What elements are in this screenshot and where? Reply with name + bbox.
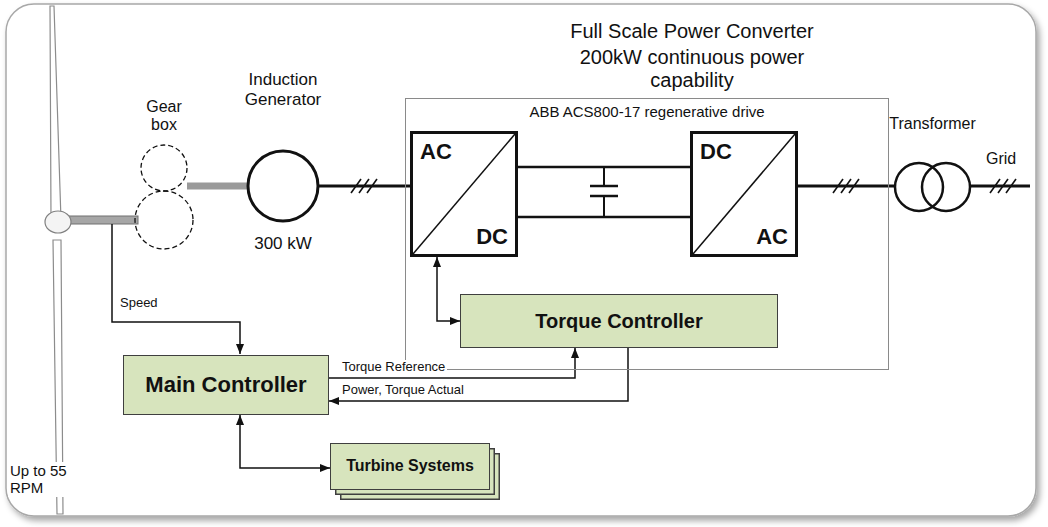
node-label: Turbine Systems (346, 457, 474, 475)
gear-outline (132, 143, 196, 251)
drive-enclosure: ABB ACS800-17 regenerative driveACDCDCAC… (405, 98, 889, 370)
controller-box: Torque Controller (460, 294, 778, 348)
capacitor-wire (603, 196, 605, 217)
dc-link (518, 167, 690, 217)
converter-diagonal (693, 134, 795, 254)
node-label: ABB ACS800-17 regenerative drive (406, 103, 888, 120)
node-sublabel: AC (756, 224, 788, 249)
control-arrow (437, 257, 460, 321)
transformer: Transformer (880, 115, 985, 215)
signal-label: Torque Reference (340, 360, 447, 375)
node-label: Torque Controller (535, 310, 702, 333)
node-sublabel: 300 kW (228, 234, 338, 254)
speed-note: Up to 55 RPM (8, 462, 74, 497)
controller-box: Main Controller (123, 355, 329, 415)
node-label: Gear box (139, 98, 189, 135)
gear-wheel (141, 145, 187, 191)
turbine-rotor (45, 6, 138, 514)
rotor-blade (50, 6, 61, 220)
converter-diagonal (413, 134, 515, 254)
grid-label: Grid (984, 150, 1018, 168)
circle-outline (246, 149, 320, 223)
outer-frame (6, 4, 1036, 516)
capacitor-wire (603, 167, 605, 186)
power-line (798, 185, 895, 188)
signal-arrow (329, 348, 628, 401)
dc-bus-line (518, 166, 690, 169)
rotor-hub (45, 211, 71, 233)
drive-shaft (187, 183, 248, 190)
transformer-winding (895, 163, 943, 211)
speed-wire (112, 224, 240, 354)
gear-wheel (135, 191, 193, 249)
xfmr-outline (893, 161, 973, 213)
grid-line (970, 185, 1030, 188)
node-label: AC (420, 139, 452, 164)
transformer-winding (922, 163, 970, 211)
diagram-title: Full Scale Power Converter (540, 20, 844, 43)
node-label: Induction Generator (238, 70, 328, 109)
rotor-shaft (68, 216, 138, 224)
node-label: DC (700, 139, 732, 164)
node-label: Main Controller (145, 372, 306, 397)
node-label: Transformer (880, 115, 985, 133)
capacitor-plate (590, 185, 618, 188)
signal-arrow (329, 348, 575, 378)
generator-symbol (248, 151, 318, 221)
gearbox: Gear box (128, 98, 200, 253)
subtitle: 200kW continuous power capability (540, 46, 844, 92)
signal-name: Speed (118, 296, 160, 311)
stacked-system-box: Turbine Systems (330, 443, 490, 490)
signal-label: Power, Torque Actual (340, 383, 466, 398)
node-sublabel: DC (476, 224, 508, 249)
power-line (318, 185, 410, 188)
induction-generator: Induction Generator 300 kW (228, 70, 338, 265)
link-arrow (240, 415, 330, 468)
inverter-box: DC AC (690, 131, 798, 257)
rectifier-box: AC DC (410, 131, 518, 257)
